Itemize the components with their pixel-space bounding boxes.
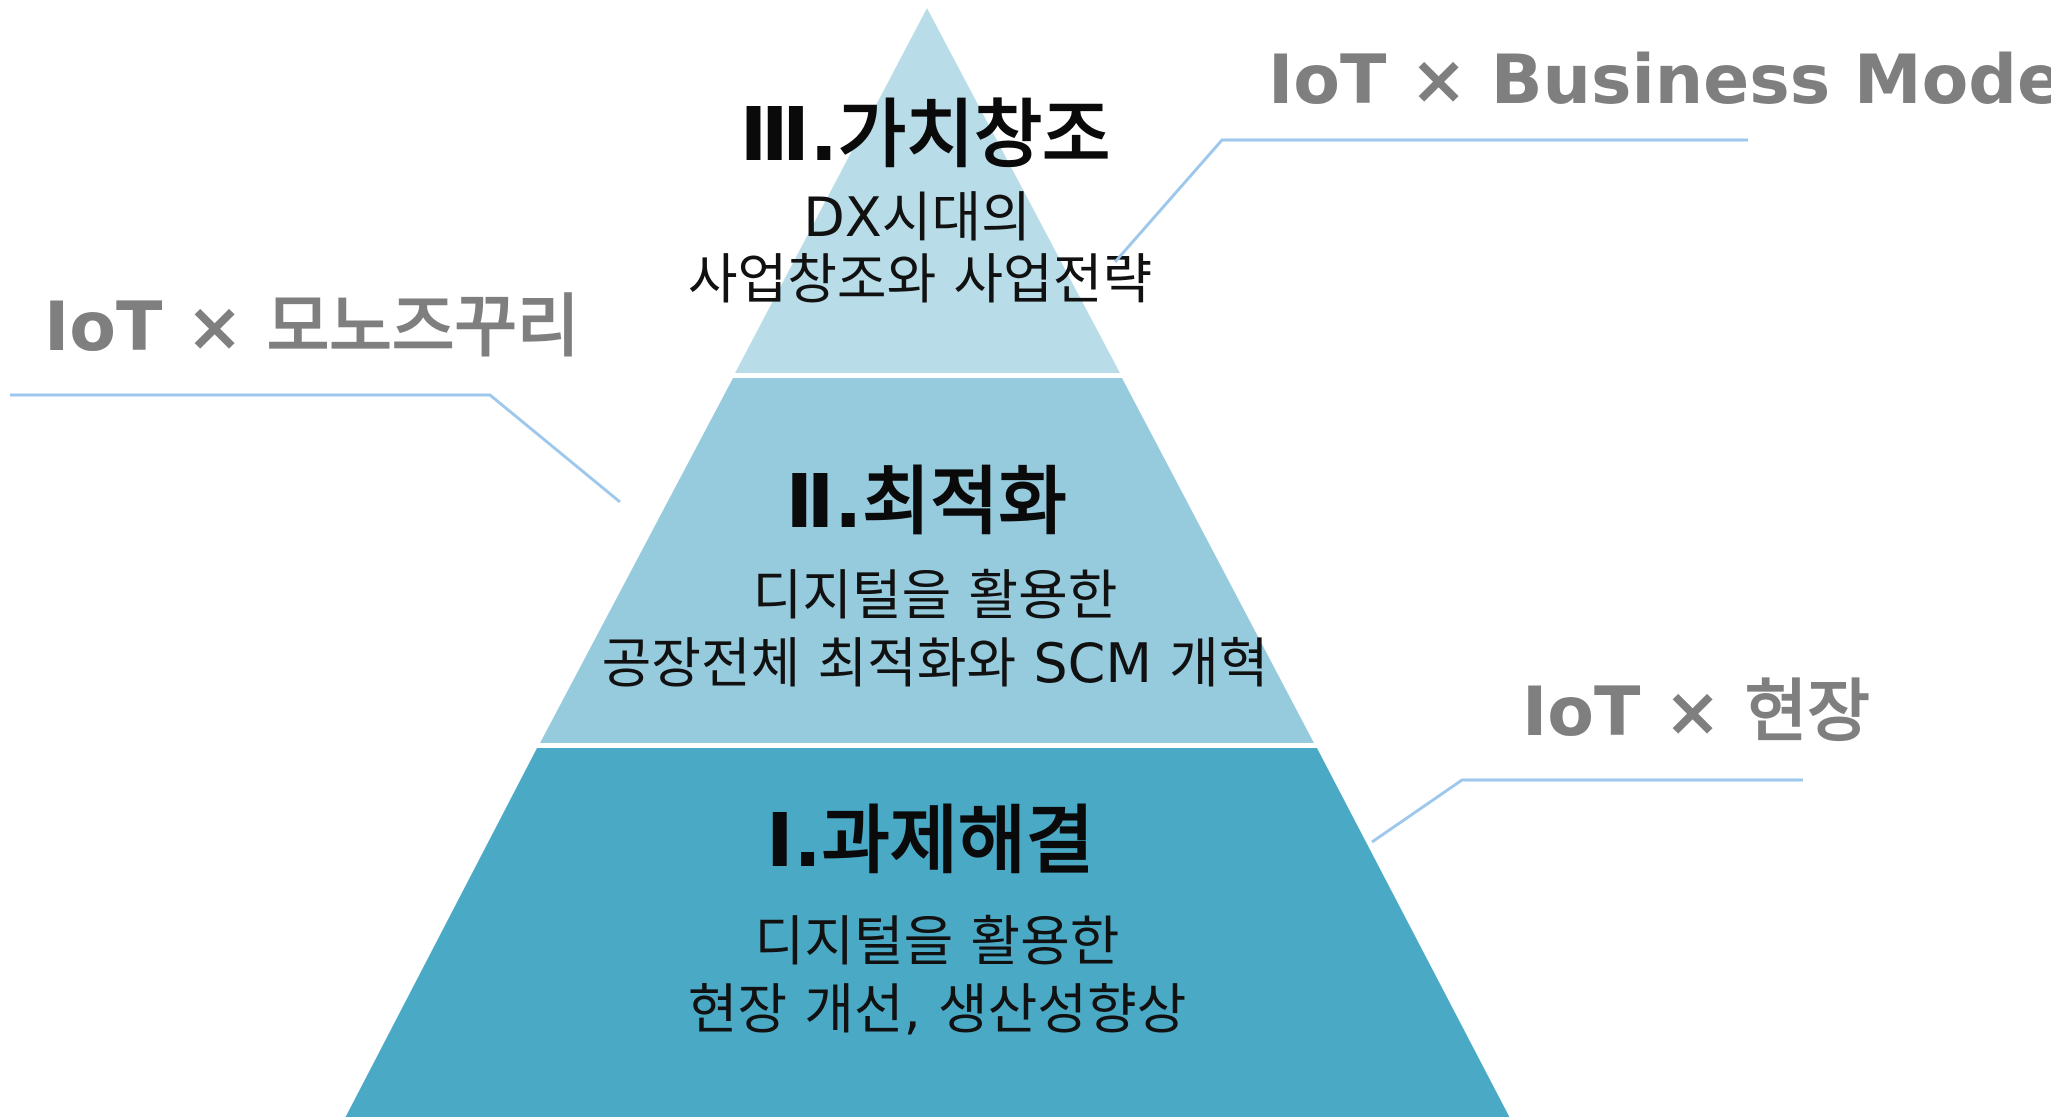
- leader-line-monozukuri: [10, 393, 621, 504]
- tier-bottom-title: Ⅰ.과제해결: [766, 798, 1094, 884]
- callout-monozukuri: IoT × 모노즈꾸리: [44, 288, 580, 367]
- tier-middle-title: Ⅱ.최적화: [785, 459, 1066, 545]
- tier-bottom-line-2: 현장 개선, 생산성향상: [688, 978, 1187, 1041]
- callout-genba: IoT × 현장: [1522, 673, 1870, 752]
- tier-top-line-2: 사업창조와 사업전략: [688, 248, 1152, 311]
- tier-bottom-shape: [345, 748, 1510, 1117]
- tier-top-line-1: DX시대의: [803, 186, 1031, 249]
- leader-line-genba: [1371, 778, 1803, 844]
- callout-business-model: IoT × Business Model: [1268, 41, 2051, 120]
- tier-middle-line-1: 디지털을 활용한: [753, 564, 1118, 627]
- leader-line-business-model: [1113, 138, 1748, 263]
- tier-middle-line-2: 공장전체 최적화와 SCM 개혁: [602, 632, 1269, 695]
- tier-middle-shape: [540, 378, 1314, 743]
- tier-top-shape: [735, 8, 1120, 373]
- tier-top-title: Ⅲ.가치창조: [740, 92, 1110, 178]
- tier-bottom-line-1: 디지털을 활용한: [755, 910, 1120, 973]
